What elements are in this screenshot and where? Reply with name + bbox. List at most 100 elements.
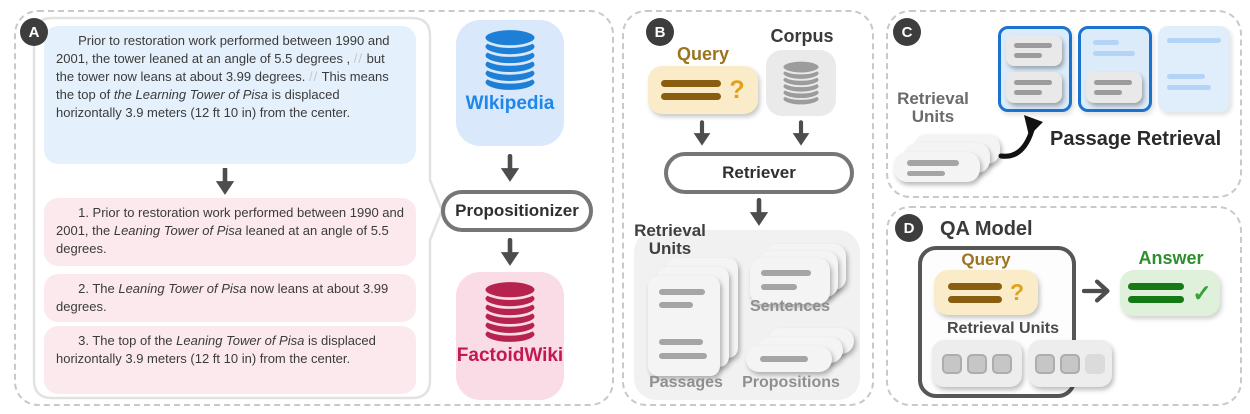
- corpus-card: [766, 50, 836, 116]
- text-line: [1094, 80, 1132, 85]
- retrieval-units-label: Retrieval Units: [622, 222, 718, 258]
- panel-c-badge-letter: C: [901, 23, 913, 41]
- text-line: [761, 284, 797, 290]
- proposition-text-italic: Leaning Tower of Pisa: [118, 281, 247, 296]
- passage-retrieval-title: Passage Retrieval: [1050, 128, 1222, 150]
- passages-label: Passages: [649, 374, 723, 391]
- text-line: [1014, 80, 1052, 85]
- proposition-box-3: 3. The top of the Leaning Tower of Pisa …: [44, 326, 416, 394]
- sentence-card: [1086, 72, 1142, 103]
- text-line: [661, 93, 722, 100]
- qa-model-title: QA Model: [940, 218, 1033, 240]
- text-line: [907, 171, 945, 176]
- proposition-text: 2. The: [78, 281, 115, 296]
- text-line: [1128, 283, 1185, 290]
- source-text: This means the top of: [56, 68, 389, 102]
- panel-a-badge: A: [20, 18, 48, 46]
- retrieval-units-stack: [894, 134, 1002, 184]
- sentences-label: Sentences: [749, 298, 831, 315]
- query-card: ?: [934, 270, 1038, 315]
- retrieval-units-label-line2: Units: [911, 106, 955, 126]
- sentence-card: [1006, 35, 1062, 66]
- unit-square: [1060, 353, 1080, 374]
- propositionizer-label: Propositionizer: [455, 201, 579, 220]
- panel-a: [14, 10, 614, 406]
- text-line: [1014, 53, 1042, 58]
- panel-d-badge: D: [895, 214, 923, 242]
- retrieval-units-label-line2: Units: [648, 238, 692, 258]
- proposition-card: [746, 346, 832, 372]
- source-passage-box: Prior to restoration work performed betw…: [44, 26, 416, 164]
- text-line: [1014, 43, 1052, 48]
- corpus-label: Corpus: [770, 26, 834, 46]
- panel-b-badge: B: [646, 18, 674, 46]
- unit-square-faded: [1085, 353, 1105, 374]
- text-line: [661, 80, 722, 87]
- wikipedia-database-icon: [482, 27, 538, 93]
- text-line: [947, 295, 1002, 303]
- query-label: Query: [676, 44, 730, 64]
- text-line: [1167, 38, 1221, 43]
- proposition-text: leaned at an angle of 5.5 degrees.: [56, 222, 389, 256]
- panel-a-badge-letter: A: [28, 23, 40, 41]
- text-line: [947, 282, 1002, 290]
- proposition-text: now leans at about 3.99 degrees.: [56, 281, 389, 314]
- proposition-text: is displaced horizontally 3.9 meters (12…: [56, 333, 376, 366]
- answer-text-lines: [1128, 283, 1185, 303]
- proposition-box-1: 1. Prior to restoration work performed b…: [44, 198, 416, 266]
- answer-card: ✓: [1120, 270, 1220, 316]
- query-text-lines: [947, 282, 1002, 303]
- retriever-label: Retriever: [722, 163, 796, 182]
- wikipedia-card: WIkipedia: [456, 20, 564, 146]
- down-arrow-icon: [748, 197, 770, 233]
- text-line: [1128, 296, 1185, 303]
- text-line: [659, 289, 705, 295]
- proposition-text: 1. Prior to restoration work performed b…: [56, 205, 404, 238]
- source-text: but the tower now leans at about 3.99 de…: [56, 50, 385, 84]
- corpus-database-icon: [781, 59, 821, 107]
- down-arrow-icon: [791, 120, 811, 153]
- panel-b-badge-letter: B: [654, 23, 666, 41]
- query-text-lines: [661, 80, 722, 100]
- retrieved-passage-card-1: [998, 26, 1072, 112]
- propositions-label: Propositions: [742, 374, 840, 391]
- panel-d: [886, 206, 1242, 406]
- factoidwiki-label: FactoidWiki: [456, 345, 564, 366]
- panel-d-badge-letter: D: [903, 219, 915, 237]
- proposition-box-2: 2. The Leaning Tower of Pisa now leans a…: [44, 274, 416, 322]
- down-arrow-icon: [692, 120, 712, 153]
- text-line: [1167, 85, 1211, 90]
- text-line: [761, 270, 811, 276]
- text-line: [1093, 40, 1119, 45]
- panel-c: [886, 10, 1242, 198]
- source-text-italic: the Learning Tower of Pisa: [113, 86, 269, 102]
- unit-card: [894, 152, 980, 182]
- text-line: [659, 339, 703, 345]
- retrieval-unit-card: [932, 340, 1022, 387]
- unit-square: [967, 353, 987, 374]
- sentence-card: [1006, 72, 1062, 103]
- question-mark-icon: ?: [1009, 279, 1025, 306]
- answer-label: Answer: [1138, 248, 1204, 268]
- text-line: [659, 353, 707, 359]
- unit-square: [942, 353, 962, 374]
- retrieval-units-label-line1: Retrieval: [634, 221, 706, 240]
- retrieval-units-label: Retrieval Units: [946, 320, 1060, 337]
- unit-square: [1035, 353, 1055, 374]
- wikipedia-label: WIkipedia: [465, 93, 555, 114]
- panel-c-badge: C: [893, 18, 921, 46]
- proposition-text-italic: Leaning Tower of Pisa: [176, 333, 305, 348]
- down-arrow-icon: [499, 153, 521, 189]
- down-arrow-icon: [214, 166, 236, 201]
- check-icon: ✓: [1192, 279, 1212, 306]
- text-line: [659, 302, 693, 308]
- factoidwiki-database-icon: [482, 279, 538, 345]
- text-line: [907, 160, 959, 166]
- query-card: ?: [648, 66, 758, 114]
- text-line: [1167, 74, 1205, 79]
- right-arrow-icon: [1081, 278, 1114, 309]
- proposition-separator: //: [308, 68, 319, 84]
- unit-square: [992, 353, 1012, 374]
- retrieval-units-label: Retrieval Units: [886, 90, 980, 126]
